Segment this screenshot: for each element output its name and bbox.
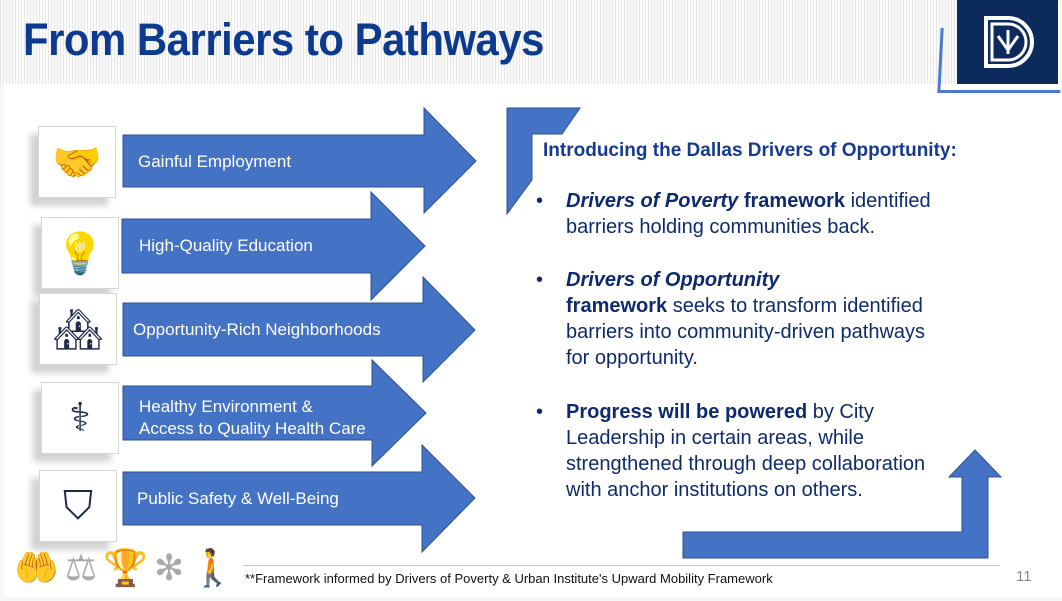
intro-heading: Introducing the Dallas Drivers of Opport… [543,140,957,161]
job-handshake-icon: 🤝 [38,126,116,198]
bullet-dot: • [536,190,544,212]
collaboration-icon: ✻ [153,547,185,588]
bullet-dot: • [536,269,544,291]
scales-icon: ⚖ [64,547,98,588]
driver-label: High-Quality Education [139,236,313,255]
driver-label: Gainful Employment [138,152,292,171]
page-number: 11 [1016,568,1032,585]
driver-label: Opportunity-Rich Neighborhoods [133,320,381,339]
driver-label: Access to Quality Health Care [139,419,366,438]
footnote: **Framework informed by Drivers of Pover… [245,571,773,586]
title-band [0,0,958,84]
corner-bracket-shape [506,107,581,216]
up-arrow-shape [682,449,1003,559]
police-badge-icon: ⛉ [39,470,117,542]
arrow-education [121,190,426,302]
dallas-d-icon [983,16,1034,68]
trophy-icon: 🏆 [103,547,148,588]
driver-label: Healthy Environment & [139,397,313,416]
lightbulb-book-icon: 💡 [41,217,119,289]
driver-label: Public Safety & Well-Being [137,489,339,508]
footer-icon-row: 🤲 ⚖ 🏆 ✻ 🚶 [14,547,235,589]
houses-icon: 🏘 [39,293,117,365]
people-icon: 🚶 [190,547,235,588]
dallas-logo [957,0,1058,84]
arrow-public-safety [122,443,476,554]
bullet-dot: • [536,401,544,423]
health-stethoscope-icon: ⚕ [41,382,119,454]
caring-hands-icon: 🤲 [14,547,59,588]
arrow-health [122,358,427,468]
arrow-gainful-employment [122,106,477,215]
page-title: From Barriers to Pathways [23,14,544,65]
footer-divider [243,565,1000,566]
arrow-neighborhoods [122,275,476,384]
